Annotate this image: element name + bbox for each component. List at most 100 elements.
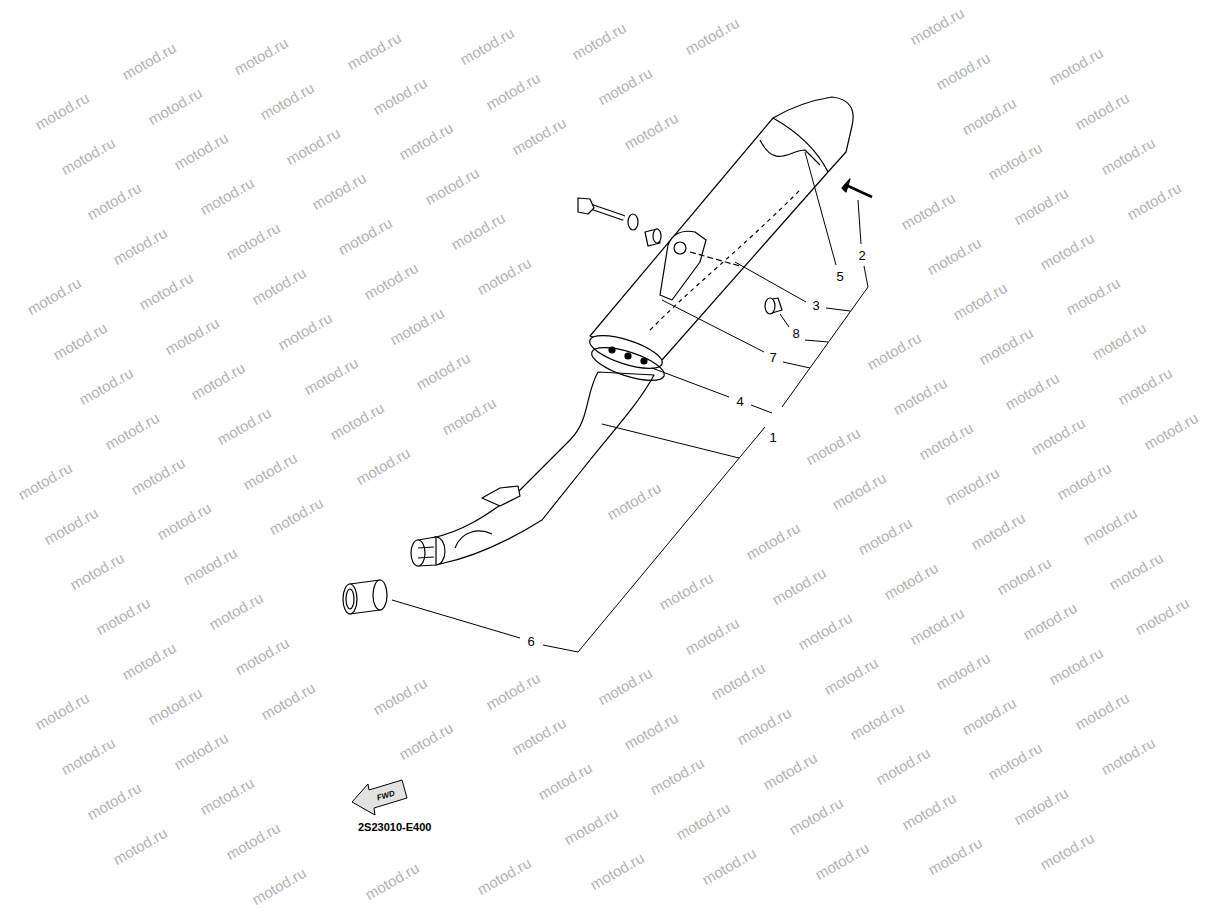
watermark: motod.ru — [700, 845, 759, 888]
watermark: motod.ru — [1020, 600, 1079, 643]
watermark: motod.ru — [925, 835, 984, 878]
watermark: motod.ru — [171, 129, 230, 172]
watermark: motod.ru — [682, 15, 741, 58]
inlet-collar-end — [411, 540, 425, 566]
watermark: motod.ru — [250, 865, 309, 908]
pipe-cutout — [455, 531, 492, 548]
collar-face — [653, 229, 661, 243]
watermark: motod.ru — [371, 675, 430, 718]
leader-line — [751, 405, 772, 413]
watermark: motod.ru — [1055, 460, 1114, 503]
watermark: motod.ru — [128, 455, 187, 498]
leader-line — [578, 427, 765, 652]
leader-line — [780, 314, 789, 327]
leader-lines — [392, 152, 868, 652]
grommet-face — [765, 298, 775, 314]
watermark: motod.ru — [284, 124, 343, 167]
watermark: motod.ru — [258, 79, 317, 122]
watermark: motod.ru — [423, 165, 482, 208]
watermark: motod.ru — [1064, 275, 1123, 318]
watermark: motod.ru — [457, 24, 516, 67]
watermark: motod.ru — [414, 350, 473, 393]
watermark: motod.ru — [674, 800, 733, 843]
watermark: motod.ru — [847, 700, 906, 743]
leader-line — [543, 645, 578, 652]
watermark: motod.ru — [1012, 785, 1071, 828]
watermark: motod.ru — [986, 740, 1045, 783]
watermark: motod.ru — [561, 805, 620, 848]
diagram-code: 2S23010-E400 — [358, 822, 431, 833]
watermark: motod.ru — [206, 590, 265, 633]
watermark: motod.ru — [345, 29, 404, 72]
callout-number: 2 — [856, 248, 867, 263]
band-hole — [625, 353, 631, 359]
watermark: motod.ru — [94, 595, 153, 638]
watermark: motod.ru — [232, 34, 291, 77]
watermark: motod.ru — [42, 505, 101, 548]
watermark: motod.ru — [882, 560, 941, 603]
collar-slot — [418, 547, 434, 548]
watermark: motod.ru — [1098, 135, 1157, 178]
band-hole — [609, 347, 615, 353]
watermark: motod.ru — [267, 495, 326, 538]
end-cap-seam — [773, 118, 828, 172]
watermark: motod.ru — [76, 365, 135, 408]
watermark: motod.ru — [821, 655, 880, 698]
watermark: motod.ru — [197, 174, 256, 217]
watermark: motod.ru — [397, 720, 456, 763]
watermark: motod.ru — [111, 224, 170, 267]
watermark: motod.ru — [1116, 365, 1175, 408]
watermark: motod.ru — [709, 660, 768, 703]
band-hole — [641, 358, 647, 364]
watermark: motod.ru — [163, 315, 222, 358]
watermark: motod.ru — [968, 510, 1027, 553]
watermark: motod.ru — [362, 860, 421, 903]
leader-line — [652, 368, 729, 397]
watermark: motod.ru — [934, 50, 993, 93]
watermark: motod.ru — [1003, 370, 1062, 413]
watermark: motod.ru — [24, 274, 83, 317]
watermark: motod.ru — [33, 89, 92, 132]
watermark: motod.ru — [371, 74, 430, 117]
watermark: motod.ru — [388, 305, 447, 348]
watermark: motod.ru — [223, 219, 282, 262]
watermark: motod.ru — [899, 790, 958, 833]
bolt-shank — [592, 207, 624, 218]
leader-line — [858, 200, 861, 244]
gasket-face — [343, 584, 357, 614]
watermark: motod.ru — [960, 695, 1019, 738]
watermark: motod.ru — [362, 260, 421, 303]
watermark: motod.ru — [1046, 45, 1105, 88]
leader-line — [782, 266, 868, 407]
watermark: motod.ru — [899, 190, 958, 233]
watermark: motod.ru — [1029, 415, 1088, 458]
watermark: motod.ru — [50, 319, 109, 362]
watermark: motod.ru — [570, 19, 629, 62]
watermark: motod.ru — [59, 134, 118, 177]
watermark: motod.ru — [908, 605, 967, 648]
watermark: motod.ru — [977, 325, 1036, 368]
watermark: motod.ru — [735, 705, 794, 748]
watermark: motod.ru — [215, 405, 274, 448]
watermark: motod.ru — [1133, 595, 1192, 638]
watermark: motod.ru — [1124, 180, 1183, 223]
watermark: motod.ru — [59, 735, 118, 778]
watermark: motod.ru — [397, 119, 456, 162]
watermark: motod.ru — [198, 775, 257, 818]
watermark: motod.ru — [813, 840, 872, 883]
watermark: motod.ru — [440, 395, 499, 438]
watermark: motod.ru — [856, 515, 915, 558]
watermark: motod.ru — [761, 750, 820, 793]
axis-line — [690, 252, 740, 266]
muffler-body — [590, 97, 853, 360]
watermark: motod.ru — [1072, 90, 1131, 133]
leader-line — [735, 262, 806, 302]
fwd-text: FWD — [376, 790, 396, 803]
watermark: motod.ru — [85, 780, 144, 823]
watermark: motod.ru — [1046, 645, 1105, 688]
bolt-head — [578, 198, 594, 214]
watermark: motod.ru — [743, 520, 802, 563]
watermark: motod.ru — [180, 545, 239, 588]
watermark: motod.ru — [137, 269, 196, 312]
